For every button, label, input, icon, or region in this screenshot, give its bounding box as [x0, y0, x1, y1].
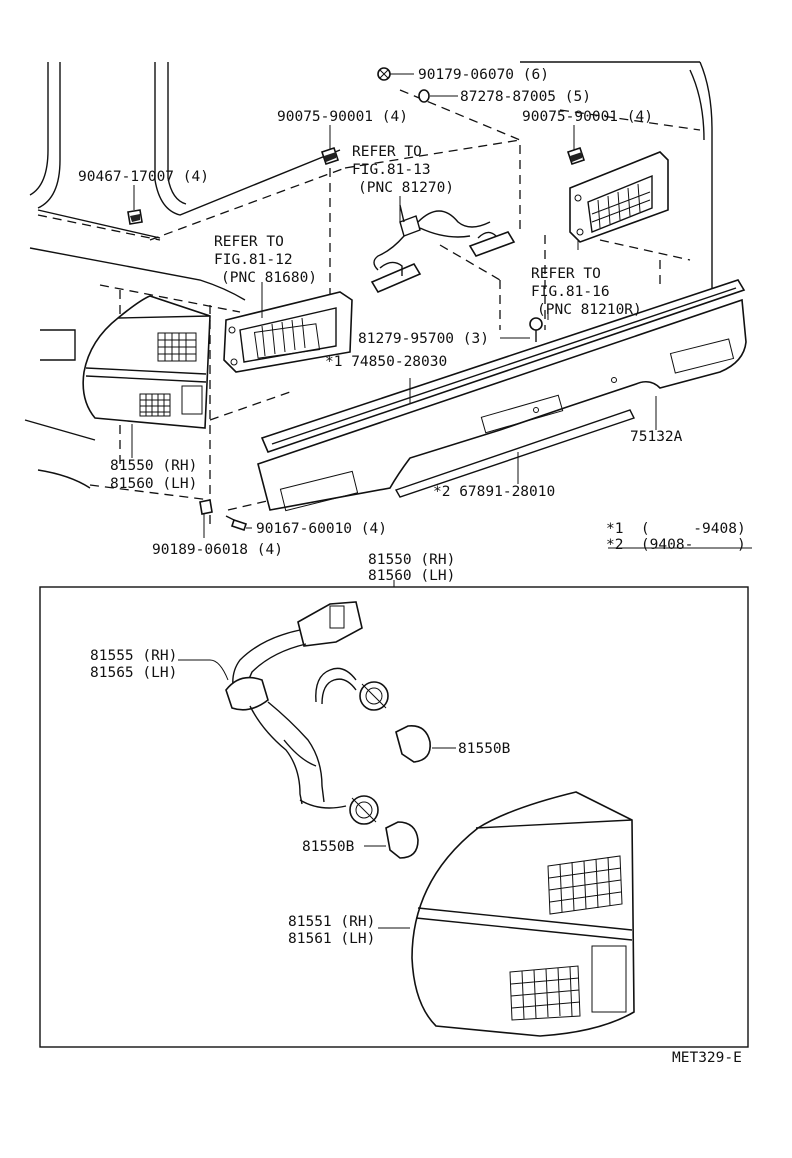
vehicle-body-outline: [24, 61, 713, 489]
screw-81279: [529, 317, 543, 342]
label-81279: 81279-95700 (3): [358, 331, 489, 347]
label-refer-81-16: REFER TO: [531, 266, 601, 282]
washer-87278: [418, 89, 430, 103]
detail-box: [39, 580, 749, 1048]
bulb-socket-upper: [359, 681, 389, 711]
label-90075-left: 90075-90001 (4): [277, 109, 408, 125]
back-garnish-panel: [257, 279, 747, 512]
clip-90467: [127, 209, 143, 225]
label-pnc-81680: (PNC 81680): [221, 270, 317, 286]
label-81550-rh-box: 81550 (RH): [368, 552, 455, 568]
label-90189: 90189-06018 (4): [152, 542, 283, 558]
label-75132a: 75132A: [630, 429, 683, 445]
leader-lines-detail: [178, 659, 456, 929]
label-81550b-lower: 81550B: [302, 839, 355, 855]
label-90075-right: 90075-90001 (4): [522, 109, 653, 125]
leader-lines-top: [131, 73, 752, 549]
label-81560-lh-box: 81560 (LH): [368, 568, 455, 584]
label-refer-81-13: REFER TO: [352, 144, 422, 160]
label-67891: *2 67891-28010: [433, 484, 555, 500]
screw-90179: [377, 67, 391, 81]
label-81551-rh: 81551 (RH): [288, 914, 375, 930]
license-lamp-right: [569, 151, 669, 243]
tail-lamp-lens-81551: [411, 791, 635, 1037]
footnote-1: *1 ( -9408): [606, 521, 746, 537]
label-fig-81-16: FIG.81-16: [531, 284, 610, 300]
label-90467: 90467-17007 (4): [78, 169, 209, 185]
label-90179: 90179-06070 (6): [418, 67, 549, 83]
clip-90075-left: [320, 146, 340, 166]
part-labels: 90179-06070 (6) 87278-87005 (5) 90075-90…: [78, 67, 746, 1066]
label-81550-rh-top: 81550 (RH): [110, 458, 197, 474]
bulb-81550b-lower: [385, 821, 419, 859]
bulb-81550b-upper: [395, 725, 431, 763]
label-74850: *1 74850-28030: [325, 354, 447, 370]
nut-90189: [199, 499, 213, 515]
label-81565-lh: 81565 (LH): [90, 665, 177, 681]
license-lamp-wire: [370, 204, 516, 294]
label-pnc-81270: (PNC 81270): [358, 180, 454, 196]
label-pnc-81210r: (PNC 81210R): [537, 302, 642, 318]
screw-90167: [225, 515, 248, 532]
label-fig-81-12: FIG.81-12: [214, 252, 293, 268]
license-lamp-left: [223, 291, 353, 373]
label-refer-81-12: REFER TO: [214, 234, 284, 250]
label-81555-rh: 81555 (RH): [90, 648, 177, 664]
label-90167: 90167-60010 (4): [256, 521, 387, 537]
footnote-2: *2 (9408- ): [606, 537, 746, 553]
wire-harness-81555: [225, 601, 363, 809]
label-81550b-upper: 81550B: [458, 741, 511, 757]
label-fig-81-13: FIG.81-13: [352, 162, 431, 178]
bulb-socket-lower: [349, 795, 379, 825]
label-81561-lh: 81561 (LH): [288, 931, 375, 947]
label-87278: 87278-87005 (5): [460, 89, 591, 105]
tail-lamp-upper: [82, 295, 211, 429]
figure-code: MET329-E: [672, 1050, 742, 1066]
clip-90075-right: [566, 146, 586, 166]
label-81560-lh-top: 81560 (LH): [110, 476, 197, 492]
